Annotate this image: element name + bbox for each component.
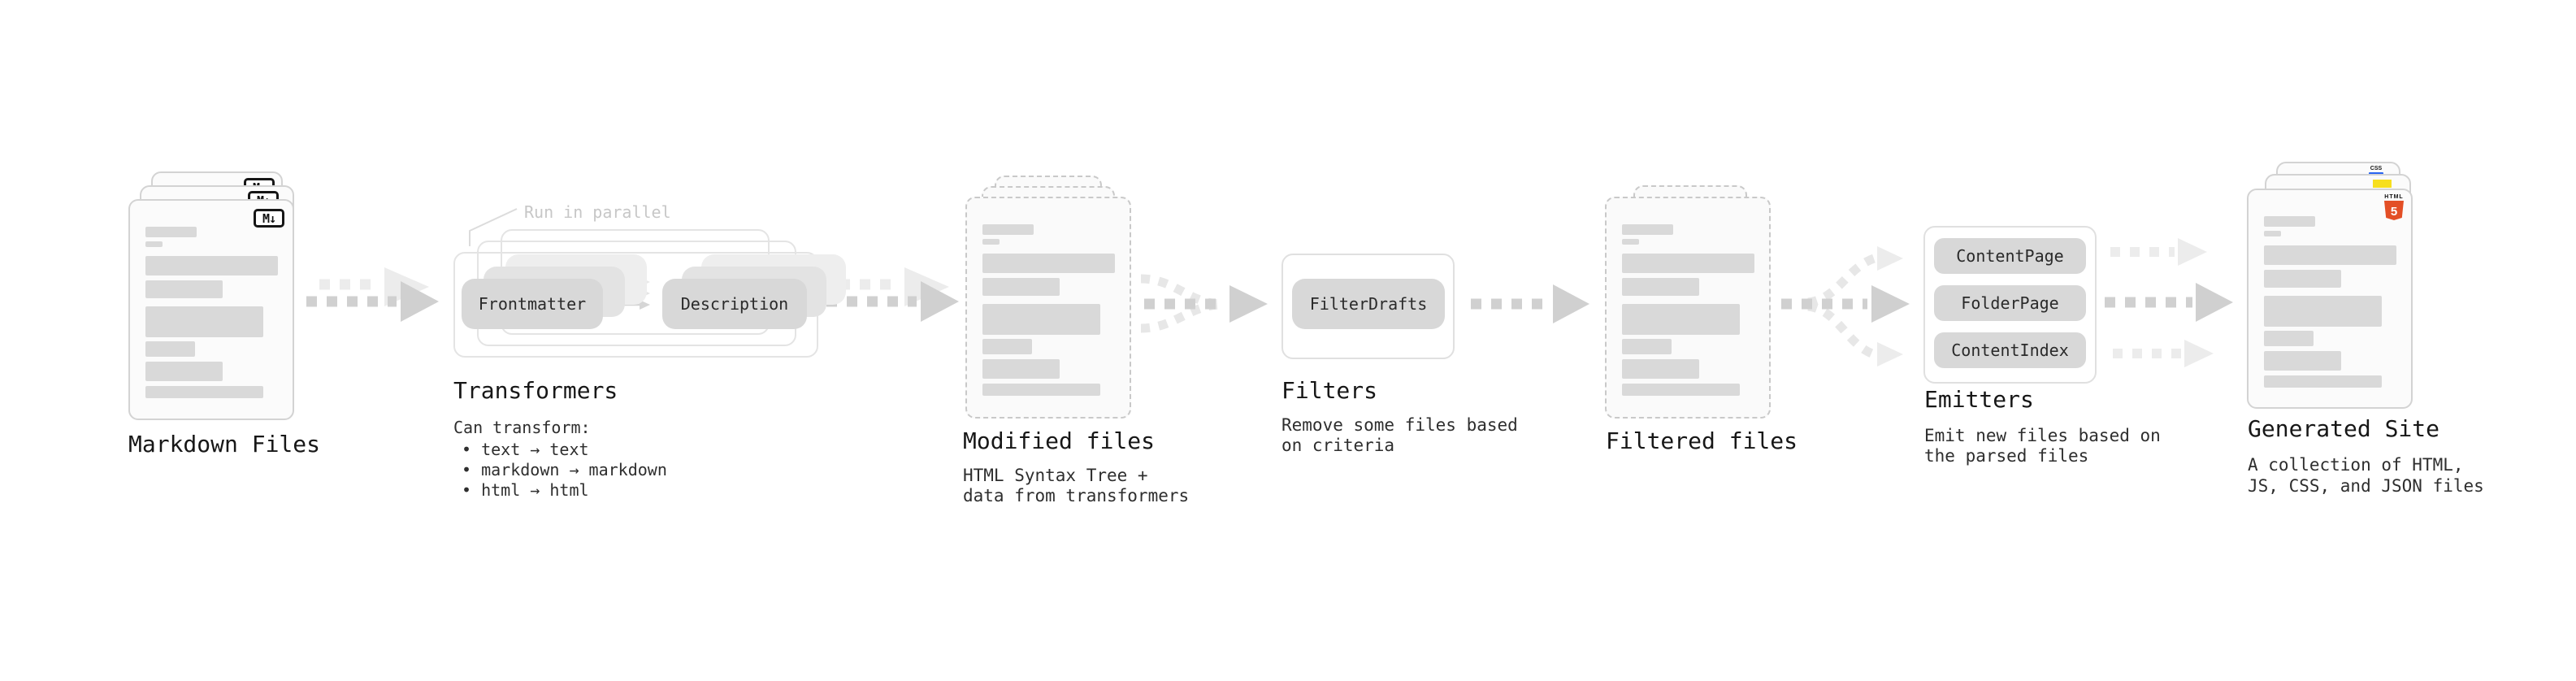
css-icon: CSS [2369,166,2383,175]
placeholder-text-bar [2264,270,2341,288]
filters-desc-line1: Remove some files based [1281,415,1518,435]
placeholder-text-bar [2264,331,2314,346]
placeholder-text-bar [2264,375,2382,388]
css-icon-bar [2369,172,2383,175]
arrow-emitters-to-generated [2105,238,2233,367]
arrow-filters-to-filtered [1471,284,1589,323]
placeholder-text-bar [145,256,278,275]
placeholder-text-bar [982,239,1000,245]
html5-icon-number: 5 [2391,205,2397,219]
emitters-desc-line1: Emit new files based on [1924,426,2161,445]
css-icon-label: CSS [2370,166,2383,171]
javascript-icon [2373,180,2392,188]
modified-files-desc-line1: HTML Syntax Tree + [963,466,1148,485]
html5-icon: HTML 5 [2383,194,2405,223]
html5-icon-label: HTML [2384,194,2404,200]
placeholder-text-bar [982,339,1032,354]
generated-site-label: Generated Site [2248,415,2440,442]
filters-desc-line2: on criteria [1281,436,1395,455]
placeholder-text-bar [982,254,1115,273]
placeholder-text-bar [145,362,223,381]
html5-shield: 5 [2384,201,2404,220]
placeholder-text-bar [1622,278,1699,296]
transformers-desc-title: Can transform: [453,418,591,437]
filtered-files-label: Filtered files [1606,427,1798,454]
transformers-label: Transformers [453,377,618,404]
placeholder-text-bar [982,278,1060,296]
description-pill: Description [662,279,807,329]
placeholder-text-bar [2264,351,2341,371]
frontmatter-pill: Frontmatter [462,279,603,329]
placeholder-text-bar [1622,339,1672,354]
filters-label: Filters [1281,377,1378,404]
placeholder-text-bar [145,241,163,247]
placeholder-text-bar [1622,254,1754,273]
generated-site-card-front: HTML 5 [2247,189,2413,409]
placeholder-text-bar [1622,359,1699,379]
modified-files-desc-line2: data from transformers [963,486,1190,505]
markdown-file-card-front: M↓ [128,199,294,420]
arrow-transformers-to-modified [826,267,959,322]
placeholder-text-bar [982,224,1034,235]
transformers-bullet-text: • text → text [462,440,589,459]
placeholder-text-bar [145,386,263,398]
placeholder-text-bar [145,306,263,337]
generated-site-desc-line2: JS, CSS, and JSON files [2248,476,2484,496]
run-in-parallel-callout: Run in parallel [524,202,671,222]
filtered-file-card-front [1605,197,1771,419]
transformers-bullet-html: • html → html [462,480,589,500]
placeholder-text-bar [145,280,223,298]
placeholder-text-bar [2264,231,2281,236]
generated-site-desc-line1: A collection of HTML, [2248,455,2464,475]
placeholder-text-bar [1622,304,1740,335]
placeholder-text-bar [1622,239,1639,245]
placeholder-text-bar [145,227,197,237]
transformers-bullet-markdown: • markdown → markdown [462,460,667,479]
placeholder-text-bar [1622,384,1740,396]
markdown-icon: M↓ [254,209,284,228]
modified-files-label: Modified files [963,427,1156,454]
emitters-label: Emitters [1924,386,2034,413]
placeholder-text-bar [145,341,195,357]
placeholder-text-bar [2264,216,2315,227]
arrow-filtered-to-emitters [1781,246,1910,367]
contentindex-pill: ContentIndex [1934,332,2086,368]
modified-file-card-front [965,197,1131,419]
placeholder-text-bar [2264,296,2382,327]
contentpage-pill: ContentPage [1934,238,2086,274]
placeholder-text-bar [982,359,1060,379]
placeholder-text-bar [1622,224,1673,235]
placeholder-text-bar [982,304,1100,335]
placeholder-text-bar [2264,245,2396,265]
folderpage-pill: FolderPage [1934,285,2086,321]
emitters-desc-line2: the parsed files [1924,446,2089,466]
filterdrafts-pill: FilterDrafts [1292,279,1445,329]
markdown-files-label: Markdown Files [128,431,321,458]
arrow-modified-to-filters [1140,274,1268,333]
arrow-markdown-to-transformers [306,267,439,322]
placeholder-text-bar [982,384,1100,396]
